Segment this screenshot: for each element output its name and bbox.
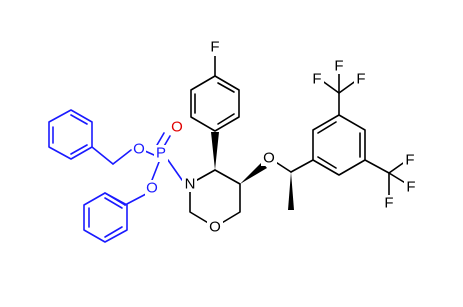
ester-oxygen-lower-label: O [146,180,158,197]
bond-p-oxo-b [156,132,165,146]
fluorophenyl-ring [190,75,240,132]
ring-oxygen-label: O [209,219,221,236]
ring-nitrogen-label: N [185,176,196,193]
cf3-top-fluorine-2: F [312,71,321,88]
bond-p-o1 [144,150,155,156]
benzyl-ring-upper [48,109,93,160]
benzyl-ring-lower [83,192,128,243]
bond-p-o2 [151,161,160,181]
phosphorus-label: P [156,145,166,162]
ester-oxygen-upper-label: O [133,141,145,158]
wedge-c3-aryl [211,132,219,170]
benzyl-ring-upper-inner [52,114,88,155]
cf3-right-fluorine-1: F [405,152,414,169]
bond-ch-aryl [290,159,314,173]
cf3-right-fluorine-3: F [406,179,415,196]
fluorophenyl-inner-bonds [194,82,235,125]
wedge-c2-oxygen [240,162,267,184]
morpholine-ring [189,169,241,228]
bis-cf3-phenyl-ring [312,114,366,176]
bond-layer [189,55,408,228]
bond-o2-ch2 [124,193,147,206]
bond-n-p [167,159,183,181]
bond-ring-cf3-right [364,159,390,174]
bond-ch2-phenyl-1 [91,146,114,165]
cf3-top-fluorine-3: F [356,71,365,88]
bond-o1-ch2 [112,149,132,165]
highlight-bond-layer [48,109,183,243]
phosphonyl-oxo-label: O [171,119,183,136]
benzyl-ring-lower-inner [88,197,123,238]
cf3-right-fluorine-2: F [384,195,393,212]
cf3-top-fluorine-1: F [334,58,343,75]
wedge-methyl [288,172,294,210]
bis-cf3-phenyl-inner-bonds [317,121,361,169]
atom-label-layer: F F F F F F F O P O O N O O [132,39,418,236]
fluorine-aryl-label: F [210,39,219,56]
ether-oxygen-label: O [263,150,275,167]
